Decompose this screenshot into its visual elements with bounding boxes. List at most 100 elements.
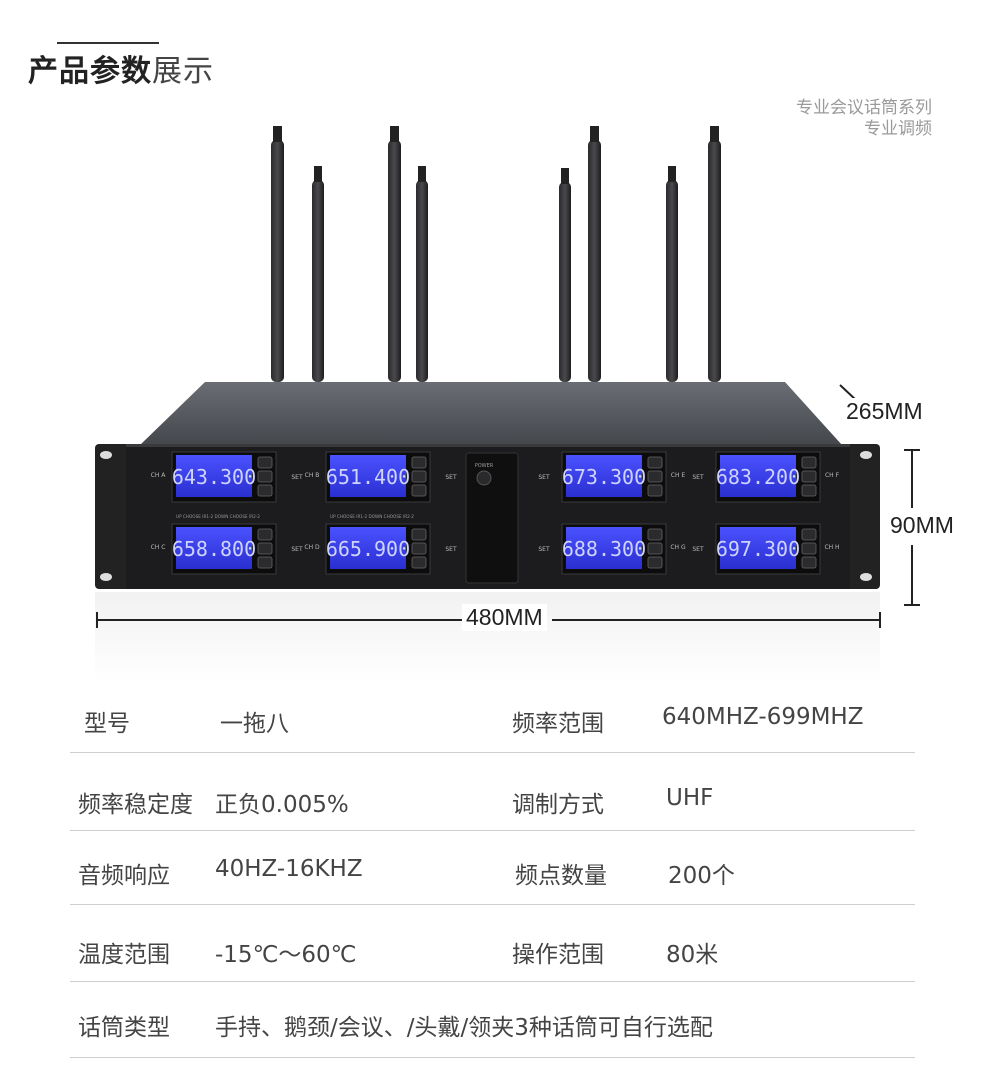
channel-button: [801, 556, 817, 569]
lcd-frequency: 673.300: [562, 465, 646, 489]
channel-button: [257, 528, 273, 541]
spec-key: 操作范围: [512, 942, 604, 968]
rack-ear-left: [95, 444, 135, 589]
channel-module: 658.800 CH C SET: [151, 523, 303, 575]
channel-module: 688.300 CH G SET: [538, 523, 686, 575]
lcd-screen: [566, 527, 642, 569]
lcd-screen: [720, 455, 796, 497]
channel-label: CH G: [670, 544, 686, 551]
tagline-line2: 专业调频: [864, 119, 932, 139]
title-light: 展示: [152, 54, 214, 89]
tagline: 专业会议话筒系列 专业调频: [796, 98, 932, 140]
spec-row: 频率稳定度 正负0.005% 调制方式 UHF: [70, 753, 915, 831]
spec-key: 调制方式: [512, 792, 604, 818]
channel-button: [647, 528, 663, 541]
power-module: [465, 452, 519, 584]
channel-button: [257, 542, 273, 555]
lcd-screen: [330, 527, 406, 569]
antenna-3: [388, 126, 401, 382]
channel-button: [257, 556, 273, 569]
channel-button: [411, 528, 427, 541]
lcd-frequency: 651.400: [326, 465, 410, 489]
spec-value: -15℃～60℃: [215, 942, 357, 968]
spec-key: 温度范围: [78, 942, 170, 968]
lcd-screen: [330, 455, 406, 497]
channel-button: [647, 456, 663, 469]
channel-module: 651.400 CH B SET: [305, 451, 457, 503]
dimension-height: 90MM: [886, 512, 958, 539]
channel-button: [801, 470, 817, 483]
lcd-frequency: 697.300: [716, 537, 800, 561]
channel-label: CH F: [825, 472, 840, 479]
dimension-lines: [96, 384, 920, 628]
spec-key: 型号: [84, 711, 130, 737]
channel-button: [801, 528, 817, 541]
lcd-screen: [176, 455, 252, 497]
channel-button: [411, 542, 427, 555]
spec-row: 型号 一拖八 频率范围 640MHZ-699MHZ: [70, 682, 915, 753]
title-bold: 产品参数: [28, 54, 152, 89]
lcd-frequency: 688.300: [562, 537, 646, 561]
spec-row: 温度范围 -15℃～60℃ 操作范围 80米: [70, 905, 915, 982]
set-label: SET: [538, 546, 550, 553]
channel-button: [411, 556, 427, 569]
dimension-depth: 265MM: [842, 398, 927, 425]
antenna-1: [271, 126, 284, 382]
page-title: 产品参数展示: [28, 44, 214, 100]
channel-button: [647, 484, 663, 497]
channel-button: [411, 484, 427, 497]
panel-legend: UP CHOOSE IR1-2 DOWN CHOOSE IR2-2: [330, 514, 414, 519]
set-label: SET: [445, 546, 457, 553]
lcd-screen: [176, 527, 252, 569]
spec-value: 手持、鹅颈/会议、/头戴/领夹3种话筒可自行选配: [215, 1015, 713, 1041]
channel-button: [257, 470, 273, 483]
lcd-frequency: 643.300: [172, 465, 256, 489]
set-label: SET: [538, 474, 550, 481]
set-label: SET: [291, 546, 303, 553]
channel-module: 643.300 CH A SET: [151, 451, 303, 503]
tagline-line1: 专业会议话筒系列: [796, 98, 932, 118]
title-underline: [57, 42, 159, 44]
spec-key: 频点数量: [515, 863, 607, 889]
channel-button: [647, 470, 663, 483]
channel-label: CH A: [151, 472, 167, 479]
chassis-top: [140, 382, 842, 445]
lcd-frequency: 683.200: [716, 465, 800, 489]
antenna-4: [416, 166, 428, 382]
channel-label: CH B: [305, 472, 320, 479]
channel-button: [801, 456, 817, 469]
set-label: SET: [291, 474, 303, 481]
channel-label: CH E: [671, 472, 686, 479]
channel-label: CH C: [151, 544, 166, 551]
spec-key: 频率稳定度: [78, 792, 193, 818]
spec-value: 一拖八: [220, 711, 289, 737]
spec-table: 型号 一拖八 频率范围 640MHZ-699MHZ 频率稳定度 正负0.005%…: [70, 682, 915, 1058]
channel-button: [647, 542, 663, 555]
lcd-screen: [720, 527, 796, 569]
set-label: SET: [445, 474, 457, 481]
antennas: [271, 126, 721, 382]
lcd-frequency: 658.800: [172, 537, 256, 561]
dimension-width: 480MM: [462, 604, 547, 631]
set-label: SET: [692, 546, 704, 553]
antenna-8: [708, 126, 721, 382]
lcd-screen: [566, 455, 642, 497]
antenna-5: [559, 168, 571, 382]
channel-label: CH H: [824, 544, 839, 551]
channel-module: 697.300 CH H SET: [692, 523, 840, 575]
spec-key: 话筒类型: [78, 1015, 170, 1041]
channel-button: [257, 484, 273, 497]
spec-value: UHF: [666, 785, 714, 811]
antenna-6: [588, 126, 601, 382]
spec-key: 频率范围: [512, 711, 604, 737]
channel-button: [411, 456, 427, 469]
channel-button: [257, 456, 273, 469]
channel-module: 673.300 CH E SET: [538, 451, 686, 503]
power-button: [476, 470, 492, 486]
antenna-7: [666, 166, 678, 382]
antenna-2: [312, 166, 324, 382]
